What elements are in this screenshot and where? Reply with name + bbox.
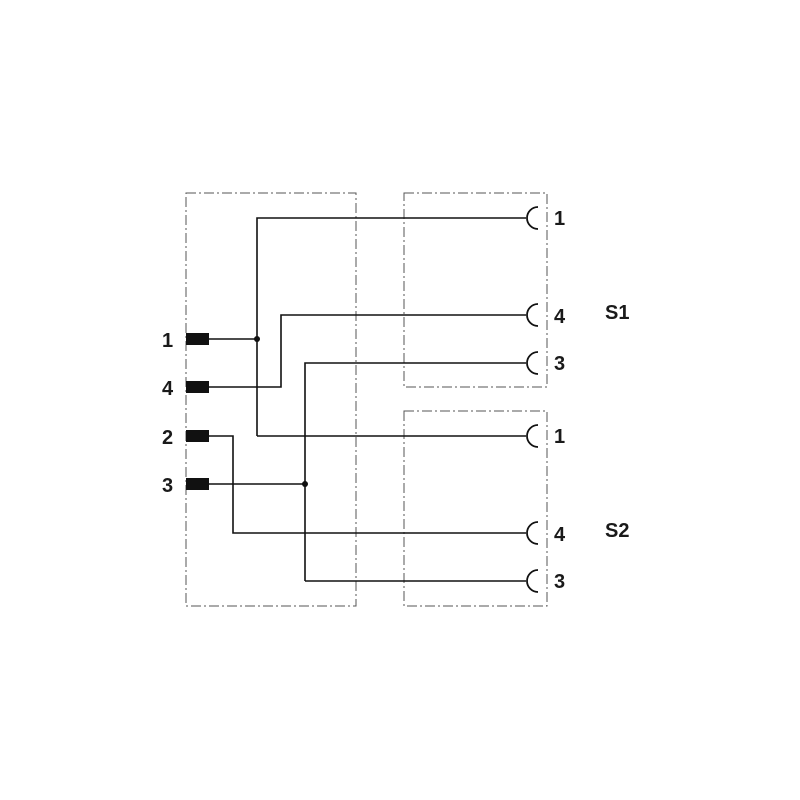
wire-pin4-to-s1-4 [208, 314, 526, 388]
female-contact-s1-3 [526, 351, 539, 375]
female-contact-s2-4 [526, 521, 539, 545]
female-contact-s2-3 [526, 569, 539, 593]
socket-s1-housing [403, 192, 548, 388]
plug-housing [185, 192, 357, 607]
plug-pin-label: 2 [162, 427, 173, 449]
plug-pin-label: 4 [162, 378, 174, 400]
socket-pin-label: 3 [554, 353, 565, 375]
male-pin-2 [186, 430, 209, 442]
female-contact-s2-1 [526, 424, 539, 448]
socket-name-s1: S1 [605, 302, 629, 324]
female-contact-s1-4 [526, 303, 539, 327]
socket-pin-label: 3 [554, 571, 565, 593]
socket-pin-label: 4 [554, 306, 566, 328]
socket-pin-label: 1 [554, 208, 565, 230]
socket-s2-housing [403, 410, 548, 607]
junction-dot-pin1 [254, 336, 260, 342]
male-pin-1 [186, 333, 209, 345]
wire-pin3-to-s1-3 [304, 362, 526, 581]
plug-pin-label: 1 [162, 330, 173, 352]
socket-name-s2: S2 [605, 520, 629, 542]
junction-dot-pin3 [302, 481, 308, 487]
socket-pin-label: 4 [554, 524, 566, 546]
wire-pin1-to-s1-1 [256, 217, 526, 436]
plug-pin-label: 3 [162, 475, 173, 497]
socket-pin-label: 1 [554, 426, 565, 448]
male-pin-3 [186, 478, 209, 490]
female-contact-s1-1 [526, 206, 539, 230]
male-pin-4 [186, 381, 209, 393]
